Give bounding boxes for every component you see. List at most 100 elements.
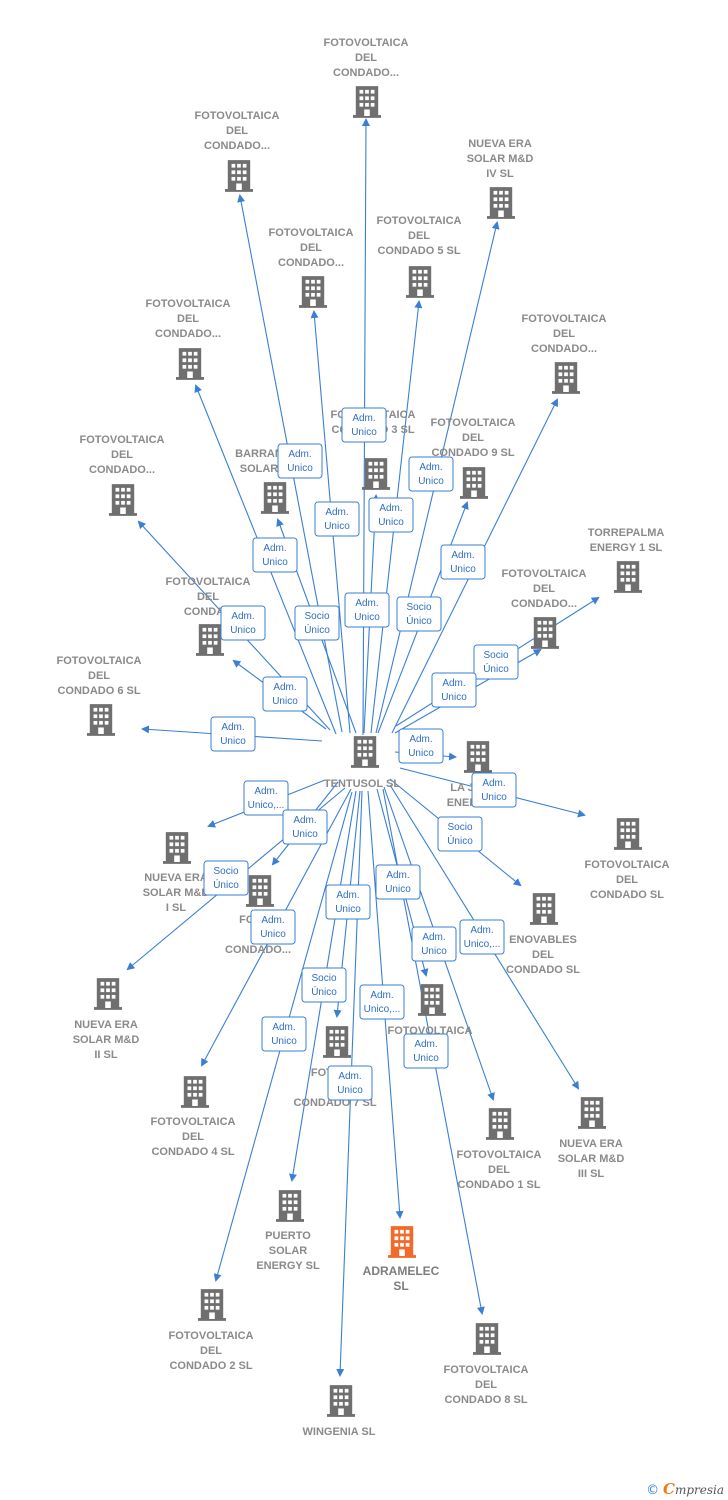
company-node[interactable]: FOTOVOLTAICADELCONDADO... <box>269 227 354 308</box>
edge-label-box[interactable] <box>325 884 371 920</box>
building-icon[interactable] <box>531 617 559 649</box>
edge-label-box[interactable] <box>243 780 289 816</box>
company-node[interactable]: FOTOVOLTAICADELCONDADO... <box>522 313 607 394</box>
building-icon[interactable] <box>388 1226 416 1258</box>
edge-label-n4[interactable]: Adm.Unico <box>314 501 360 537</box>
company-node[interactable]: WINGENIA SL <box>303 1385 376 1438</box>
building-icon[interactable] <box>614 561 642 593</box>
building-icon[interactable] <box>460 467 488 499</box>
edge-label-n13[interactable]: Adm.Unico <box>431 672 477 708</box>
building-icon[interactable] <box>418 984 446 1016</box>
edge-label-box[interactable] <box>203 860 249 896</box>
edge-label-n1[interactable]: Adm.Unico <box>341 407 387 443</box>
edge-label-box[interactable] <box>314 501 360 537</box>
edge-label-box[interactable] <box>262 676 308 712</box>
edge-label-n5[interactable]: Adm.Unico <box>368 497 414 533</box>
edge-label-n17[interactable]: Adm.Unico <box>471 772 517 808</box>
edge-label-n3[interactable]: Adm.Unico <box>408 456 454 492</box>
company-node[interactable]: FOTOVOLTAICADELCONDADO... <box>324 37 409 118</box>
building-icon[interactable] <box>327 1385 355 1417</box>
edge-label-box[interactable] <box>398 728 444 764</box>
edge-label-n25[interactable]: Adm.Unico,... <box>459 919 505 955</box>
building-icon[interactable] <box>473 1323 501 1355</box>
building-icon[interactable] <box>225 160 253 192</box>
edge-label-box[interactable] <box>250 909 296 945</box>
building-icon[interactable] <box>87 704 115 736</box>
edge-label-n22[interactable]: Adm.Unico <box>375 864 421 900</box>
building-icon[interactable] <box>362 458 390 490</box>
building-icon[interactable] <box>196 624 224 656</box>
building-icon[interactable] <box>406 266 434 298</box>
edge-label-box[interactable] <box>473 644 519 680</box>
edge-label-n19[interactable]: Adm.Unico <box>282 809 328 845</box>
building-icon[interactable] <box>353 86 381 118</box>
edge-label-n14[interactable]: Adm.Unico <box>262 676 308 712</box>
building-icon[interactable] <box>109 484 137 516</box>
edge-label-box[interactable] <box>411 926 457 962</box>
edge-label-box[interactable] <box>359 984 405 1020</box>
edge-label-box[interactable] <box>440 544 486 580</box>
building-icon[interactable] <box>614 818 642 850</box>
edge-label-box[interactable] <box>341 407 387 443</box>
building-icon[interactable] <box>487 187 515 219</box>
edge-label-box[interactable] <box>301 967 347 1003</box>
edge-label-box[interactable] <box>437 816 483 852</box>
edge-label-n28[interactable]: Adm.Unico,... <box>359 984 405 1020</box>
edge-label-box[interactable] <box>220 605 266 641</box>
edge-label-box[interactable] <box>282 809 328 845</box>
edge-label-box[interactable] <box>368 497 414 533</box>
edge-label-n29[interactable]: Adm.Unico <box>261 1016 307 1052</box>
edge-label-n16[interactable]: Adm.Unico <box>398 728 444 764</box>
edge-label-box[interactable] <box>210 716 256 752</box>
edge-label-n6[interactable]: Adm.Unico <box>252 537 298 573</box>
company-node[interactable]: FOTOVOLTAICADELCONDADO... <box>80 434 165 516</box>
building-icon[interactable] <box>163 832 191 864</box>
building-icon[interactable] <box>486 1108 514 1140</box>
building-icon[interactable] <box>198 1289 226 1321</box>
edge-label-box[interactable] <box>277 443 323 479</box>
edge-label-n15[interactable]: Adm.Unico <box>210 716 256 752</box>
building-icon[interactable] <box>261 482 289 514</box>
edge-label-box[interactable] <box>431 672 477 708</box>
edge-label-n2[interactable]: Adm.Unico <box>277 443 323 479</box>
building-icon[interactable] <box>552 362 580 394</box>
edge-label-box[interactable] <box>459 919 505 955</box>
company-node[interactable]: FOTOVOLTAICADELCONDADO... <box>195 110 280 192</box>
edge-label-n10[interactable]: Adm.Unico <box>220 605 266 641</box>
building-icon[interactable] <box>246 875 274 907</box>
building-icon[interactable] <box>464 741 492 773</box>
edge-label-box[interactable] <box>327 1065 373 1101</box>
edge-label-n30[interactable]: Adm.Unico <box>403 1033 449 1069</box>
edge-label-n31[interactable]: Adm.Unico <box>327 1065 373 1101</box>
building-icon[interactable] <box>578 1097 606 1129</box>
building-icon[interactable] <box>299 276 327 308</box>
building-icon[interactable] <box>94 978 122 1010</box>
edge-label-box[interactable] <box>294 605 340 641</box>
edge-label-n7[interactable]: Adm.Unico <box>440 544 486 580</box>
building-icon[interactable] <box>351 736 379 768</box>
center-node[interactable]: TENTUSOL SL <box>324 736 400 790</box>
edge-label-n18[interactable]: Adm.Unico,... <box>243 780 289 816</box>
edge-label-box[interactable] <box>403 1033 449 1069</box>
edge-label-box[interactable] <box>261 1016 307 1052</box>
building-icon[interactable] <box>530 893 558 925</box>
edge-label-n26[interactable]: Adm.Unico <box>411 926 457 962</box>
building-icon[interactable] <box>181 1076 209 1108</box>
company-node[interactable]: FOTOVOLTAICADELCONDADO... <box>146 298 231 380</box>
